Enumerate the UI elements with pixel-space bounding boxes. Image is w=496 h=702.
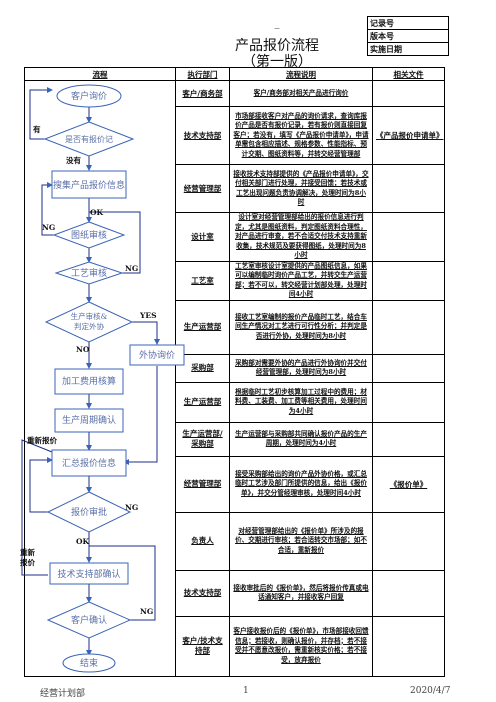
node-drawing-review: 图纸审核 <box>71 229 107 241</box>
label-requote2-2: 报价 <box>20 557 35 567</box>
footer-dept: 经营计划部 <box>40 689 86 699</box>
row-desc: 根据临时工艺初步核算加工过程中的费用；材料费、工装费、加工费等相关费用，处理时间… <box>229 381 373 423</box>
start-node <box>56 84 122 108</box>
row-file <box>372 80 445 107</box>
node-prod-review-1: 生产审核& <box>71 311 108 321</box>
node-tech-confirm: 技术支持部确认 <box>57 568 120 580</box>
decision-has-quote <box>43 121 135 157</box>
label-ng-2: NG <box>125 264 138 273</box>
label-requote2-1: 重新 <box>20 547 35 557</box>
row-file <box>372 260 445 301</box>
process-outsource-inquiry <box>129 344 185 366</box>
loop-arrow <box>89 545 156 621</box>
effective-date-label: 实施日期 <box>367 42 449 56</box>
row-dept: 客户/技术支持部 <box>175 615 230 677</box>
row-file <box>372 299 445 355</box>
loop-arrow <box>21 439 53 576</box>
row-dept: 技术支持部 <box>175 569 230 617</box>
label-ng-3: NG <box>125 503 138 512</box>
row-desc: 客户接收报价后的《报价单》，市场部接收回馈信息；若接收，则确认报价，并存档；若不… <box>229 615 373 677</box>
loop-arrow <box>29 87 53 140</box>
row-desc: 接收工艺室编制的报价产品临时工艺，结合车间生产情况对工艺进行可行性分析；并判定是… <box>229 299 373 355</box>
loop-arrow <box>41 182 58 236</box>
end-node <box>62 653 116 673</box>
label-requote: 重新报价 <box>27 435 57 445</box>
decision-process-review <box>54 261 124 285</box>
decision-customer-confirm <box>46 601 132 639</box>
node-summary: 汇总报价信息 <box>62 457 116 469</box>
row-dept: 负责人 <box>175 511 230 571</box>
row-dept: 经营管理部 <box>175 164 230 213</box>
label-no: 没有 <box>66 155 81 165</box>
node-cost-calc: 加工费用核算 <box>62 375 116 387</box>
process-cycle-confirm <box>54 408 124 433</box>
label-no-en: NO <box>76 345 90 354</box>
row-file: 《产品报价申请单》 <box>372 106 445 165</box>
node-process-review: 工艺审核 <box>71 267 107 279</box>
label-yes: 有 <box>33 124 41 134</box>
loop-arrow <box>89 211 141 274</box>
label-ng-4: NG <box>140 607 153 616</box>
row-desc: 接收技术支持部提供的《产品报价申请单》，交付相关部门进行处理，并接受回馈；若技术… <box>229 164 373 213</box>
title-line1: 产品报价流程 <box>235 38 319 54</box>
row-file <box>372 511 445 571</box>
node-end: 结束 <box>80 657 98 669</box>
node-has-quote: 是否有报价记 <box>65 134 113 144</box>
row-file <box>372 615 445 677</box>
row-dept: 经营管理部 <box>175 455 230 513</box>
footer-page: 1 <box>243 686 249 696</box>
node-collect-info: 搜集产品报价信息 <box>53 179 125 191</box>
row-desc: 市场部接收客户对产品的询价请求，查询库报价产品是否有报价记录，若有报价则直接回复… <box>229 106 373 165</box>
node-prod-review-2: 判定外协 <box>74 321 104 331</box>
row-file: 《报价单》 <box>372 455 445 513</box>
row-desc: 对经营管理部给出的《报价单》所涉及的报价、交期进行审核；若合适转交市场部；如不合… <box>229 511 373 571</box>
node-customer-confirm: 客户确认 <box>71 614 107 626</box>
process-table: 流程 执行部门 流程说明 相关文件 客户/商务部 客户/商务部对相关产品进行询价… <box>24 67 445 677</box>
row-desc: 设计室对经营管理部给出的报价信息进行判定，尤其是图纸资料，判定图纸资料合理性，对… <box>229 212 373 262</box>
branch-arrow <box>123 366 158 465</box>
label-ok-1: OK <box>90 208 104 217</box>
node-customer-inquiry: 客户询价 <box>71 90 107 102</box>
document-title: ‾ 产品报价流程 （第一版） <box>222 29 332 71</box>
row-desc: 工艺室审核设计室提供的产品图纸信息，如果可以编制临时询价产品工艺，并转交生产运营… <box>229 260 373 301</box>
row-file <box>372 421 445 457</box>
process-tech-confirm <box>49 562 129 585</box>
row-file <box>372 164 445 213</box>
process-summary <box>51 449 127 477</box>
process-cost-calc <box>54 368 124 395</box>
loop-arrow <box>29 457 53 513</box>
process-collect-info <box>51 170 127 199</box>
label-yes-en: YES <box>139 311 157 320</box>
header-flow: 流程 <box>24 67 176 81</box>
label-ng-1: NG <box>42 223 55 232</box>
row-file <box>372 212 445 262</box>
row-desc: 采购部对需要外协的产品进行外协询价并交付经营管理部，处理时间为8小时 <box>229 353 373 383</box>
record-info-box: 记录号 版本号 实施日期 <box>367 16 449 56</box>
branch-arrow <box>132 321 160 345</box>
decision-approval <box>46 491 132 533</box>
node-approval: 报价审批 <box>71 506 107 518</box>
title-line2: （第一版） <box>242 54 312 70</box>
node-outsource-inquiry: 外协询价 <box>139 349 175 361</box>
footer-date: 2020/4/7 <box>410 686 451 696</box>
decision-production-review <box>44 301 134 343</box>
node-cycle-confirm: 生产周期确认 <box>62 414 116 426</box>
label-ok-2: OK <box>76 537 90 546</box>
row-dept: 生产运营部 <box>175 381 230 423</box>
decision-drawing-review <box>52 221 126 249</box>
